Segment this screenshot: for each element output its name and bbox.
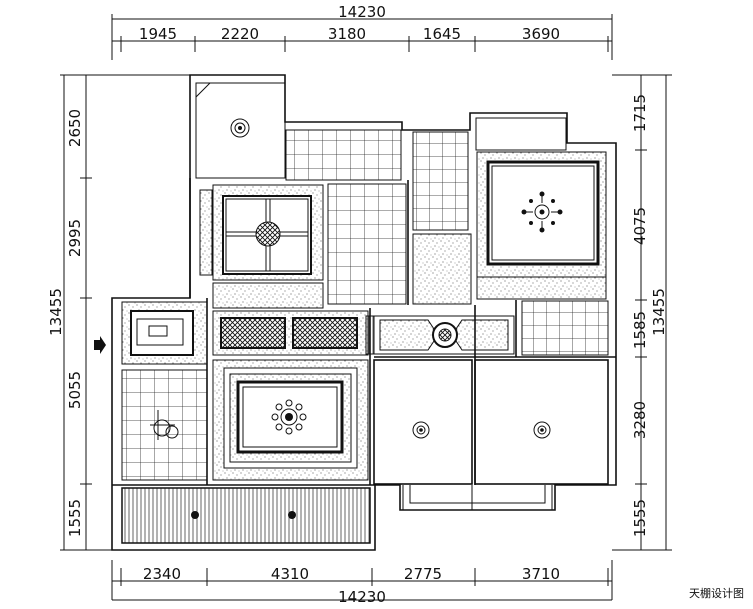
bottom-left-balcony	[121, 487, 371, 544]
left-dimension-group: 13455 2650 2995 5055 1555	[47, 74, 190, 551]
lower-left-bedroom	[373, 359, 473, 485]
bottom-right-balcony	[402, 485, 553, 511]
living-room-ceiling	[212, 359, 369, 481]
bathroom-tile-grid	[412, 131, 469, 231]
top-segment-1: 1945	[139, 25, 177, 43]
top-segment-2: 2220	[221, 25, 259, 43]
bathroom-stipple	[412, 233, 472, 305]
bottom-segment-2: 4310	[271, 565, 309, 583]
entrance-tile-area	[121, 369, 208, 481]
right-segment-5: 1555	[631, 499, 649, 537]
bottom-total-dimension: 14230	[338, 588, 386, 606]
top-corridor-tile	[285, 129, 402, 181]
bottom-segment-1: 2340	[143, 565, 181, 583]
top-segment-4: 1645	[423, 25, 461, 43]
middle-ornament-strip	[365, 315, 515, 355]
right-dimension-group: 1715 4075 1585 3280 1555 13455	[612, 74, 672, 551]
right-segment-3: 1585	[631, 311, 649, 349]
outer-wall	[111, 74, 617, 551]
top-total-dimension: 14230	[338, 3, 386, 21]
cabinet-band	[212, 310, 369, 356]
master-bedroom-ceiling	[475, 117, 607, 300]
left-segment-4: 1555	[66, 499, 84, 537]
left-segment-2: 2995	[66, 219, 84, 257]
bottom-segment-3: 2775	[404, 565, 442, 583]
top-segment-3: 3180	[328, 25, 366, 43]
kitchen-tile-grid	[327, 183, 407, 305]
dining-ceiling	[199, 184, 324, 281]
interior-walls	[112, 178, 616, 486]
top-dimension-group: 14230 1945 2220 3180 1645 3690	[111, 3, 613, 60]
left-segment-1: 2650	[66, 109, 84, 147]
corridor-strip	[212, 282, 324, 309]
right-total-dimension: 13455	[650, 288, 668, 336]
left-segment-3: 5055	[66, 371, 84, 409]
bottom-dimension-group: 2340 4310 2775 3710 14230	[111, 560, 613, 606]
top-segment-5: 3690	[522, 25, 560, 43]
right-bath-grid	[521, 300, 609, 356]
left-total-dimension: 13455	[47, 288, 65, 336]
top-left-room	[195, 82, 286, 179]
lower-right-bedroom	[474, 359, 609, 485]
bottom-segment-4: 3710	[522, 565, 560, 583]
entrance-ceiling	[94, 301, 208, 365]
right-segment-2: 4075	[631, 207, 649, 245]
right-segment-1: 1715	[631, 94, 649, 132]
drawing-caption: 天棚设计图	[689, 586, 744, 600]
right-segment-4: 3280	[631, 401, 649, 439]
